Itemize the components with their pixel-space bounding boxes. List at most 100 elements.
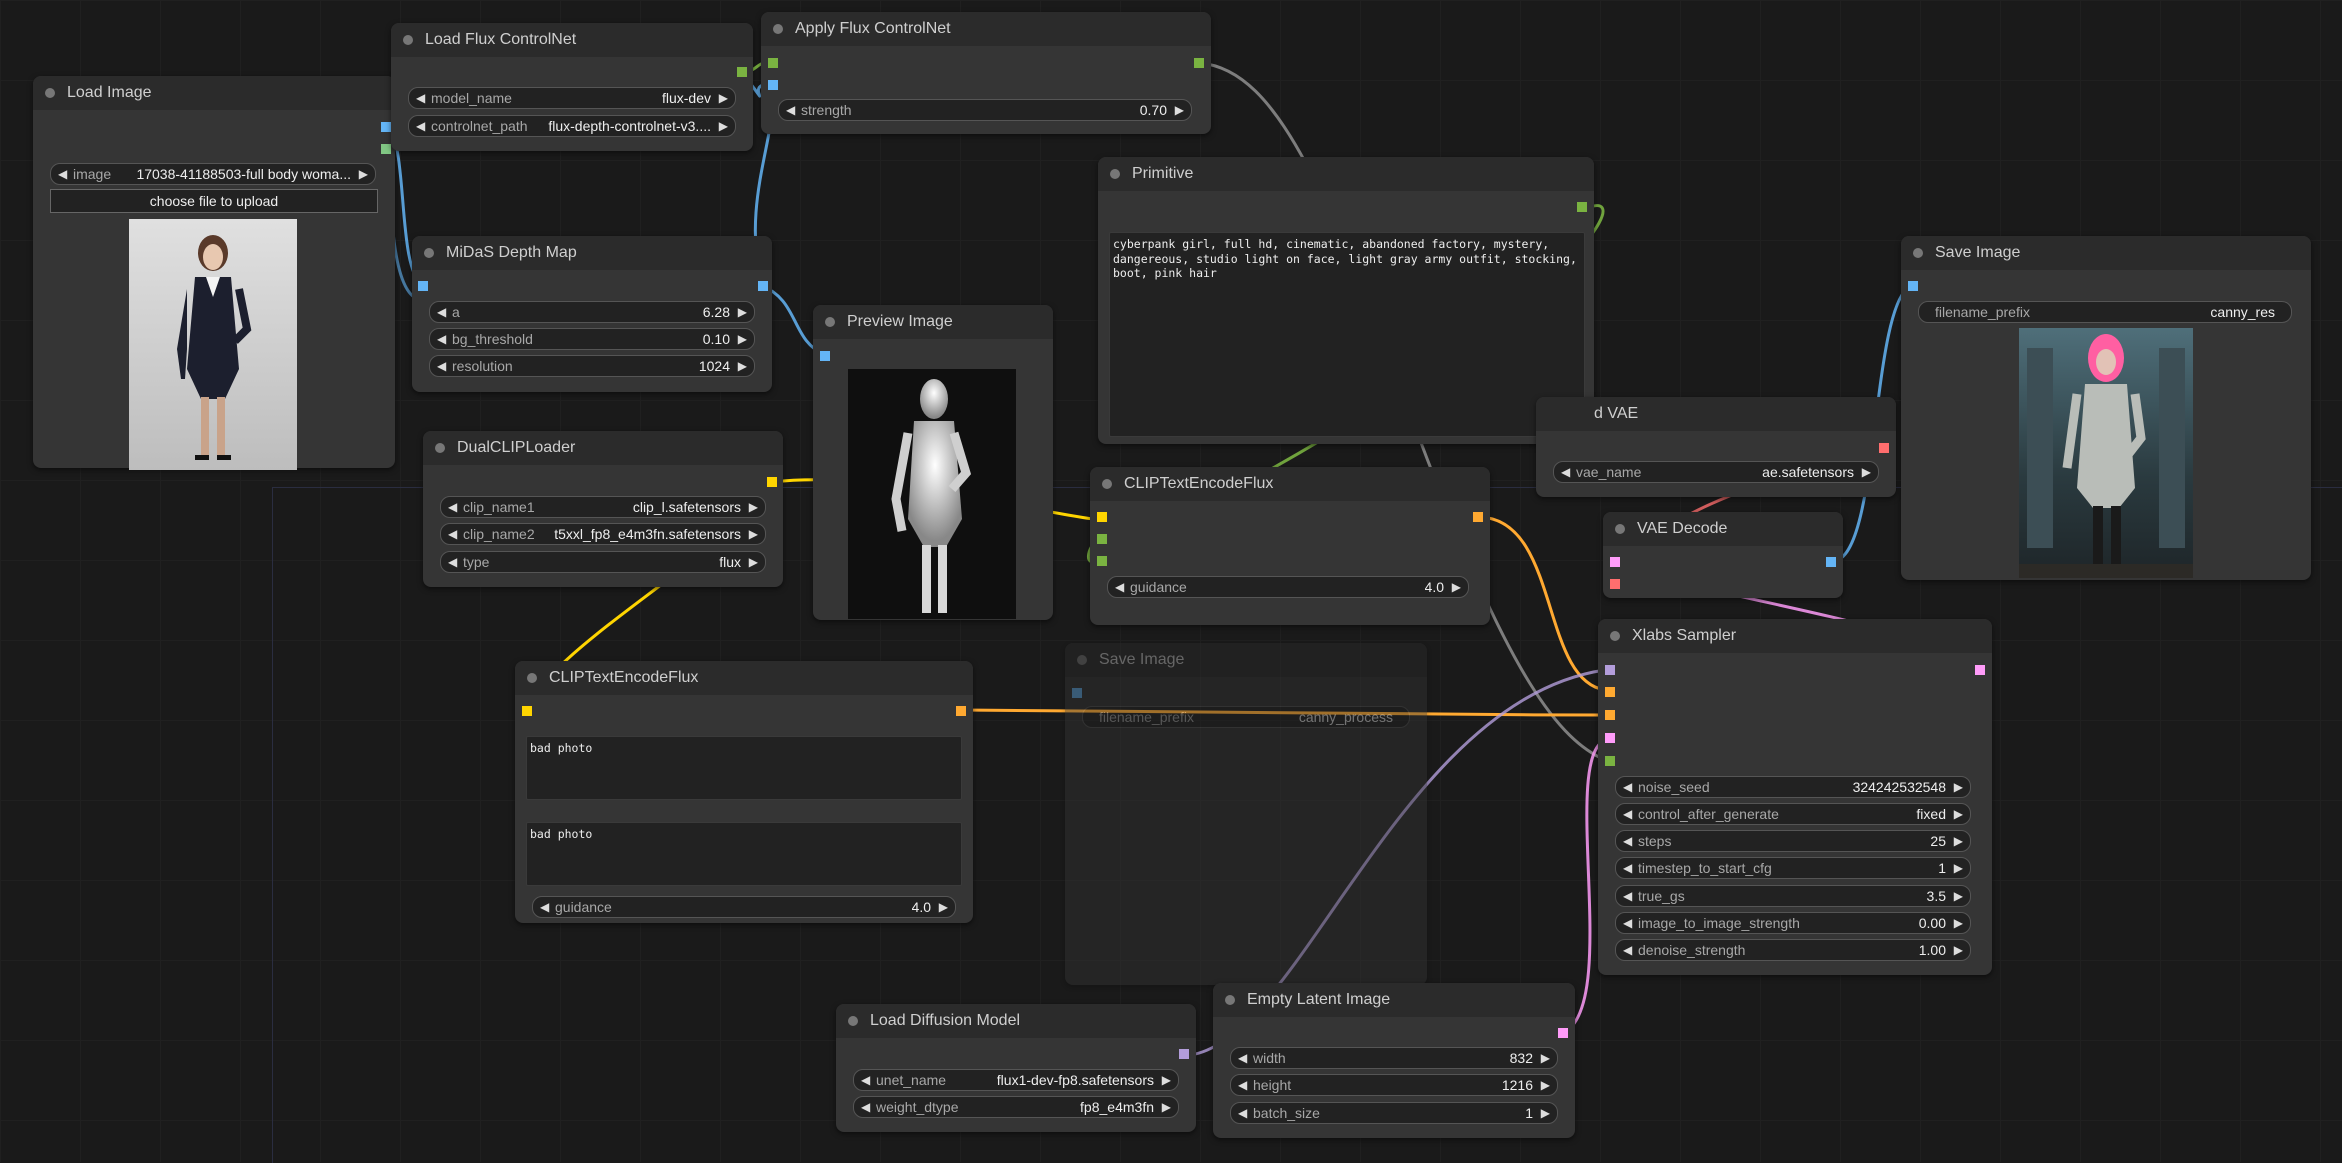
increment-arrow-icon[interactable]: ▶ — [1953, 807, 1963, 821]
clip-name1-combo[interactable]: ◀ clip_name1 clip_l.safetensors ▶ — [440, 496, 766, 518]
increment-arrow-icon[interactable]: ▶ — [1540, 1078, 1550, 1092]
node-title-xlabs-sampler[interactable]: Xlabs Sampler — [1598, 619, 1992, 653]
output-slot-string[interactable] — [1577, 202, 1587, 212]
node-load-image[interactable]: Load Image ◀ image 17038-41188503-full b… — [33, 76, 395, 470]
decrement-arrow-icon[interactable]: ◀ — [1115, 580, 1125, 594]
node-xlabs-sampler[interactable]: Xlabs Sampler ◀ noise_seed 324242532548 … — [1598, 619, 1992, 975]
decrement-arrow-icon[interactable]: ◀ — [416, 119, 426, 133]
input-slot-images[interactable] — [1908, 281, 1918, 291]
collapse-dot-icon[interactable] — [848, 1016, 858, 1026]
width-field[interactable]: ◀ width 832 ▶ — [1230, 1047, 1558, 1069]
output-slot-latent[interactable] — [1975, 665, 1985, 675]
node-dual-clip-loader[interactable]: DualCLIPLoader ◀ clip_name1 clip_l.safet… — [423, 431, 783, 587]
guidance-slider[interactable]: ◀ guidance 4.0 ▶ — [532, 896, 956, 918]
decrement-arrow-icon[interactable]: ◀ — [448, 527, 458, 541]
node-clip-text-encode-flux-positive[interactable]: CLIPTextEncodeFlux ◀ guidance 4.0 ▶ — [1090, 467, 1490, 625]
t5xxl-textarea[interactable]: bad photo — [526, 822, 962, 886]
increment-arrow-icon[interactable]: ▶ — [737, 305, 747, 319]
node-title-load-image[interactable]: Load Image — [33, 76, 395, 110]
decrement-arrow-icon[interactable]: ◀ — [1623, 834, 1633, 848]
decrement-arrow-icon[interactable]: ◀ — [1238, 1078, 1248, 1092]
output-slot-image[interactable] — [758, 281, 768, 291]
controlnet-path-combo[interactable]: ◀ controlnet_path flux-depth-controlnet-… — [408, 115, 736, 137]
prompt-textarea[interactable]: cyberpank girl, full hd, cinematic, aban… — [1109, 232, 1585, 437]
node-preview-image[interactable]: Preview Image — [813, 305, 1053, 620]
collapse-dot-icon[interactable] — [1913, 248, 1923, 258]
vae-name-combo[interactable]: ◀ vae_name ae.safetensors ▶ — [1553, 461, 1879, 483]
input-slot-neg-conditioning[interactable] — [1605, 710, 1615, 720]
collapse-dot-icon[interactable] — [403, 35, 413, 45]
strength-slider[interactable]: ◀ strength 0.70 ▶ — [778, 99, 1192, 121]
collapse-dot-icon[interactable] — [825, 317, 835, 327]
increment-arrow-icon[interactable]: ▶ — [1953, 861, 1963, 875]
node-vae-decode[interactable]: VAE Decode — [1603, 512, 1843, 598]
increment-arrow-icon[interactable]: ▶ — [748, 555, 758, 569]
decrement-arrow-icon[interactable]: ◀ — [58, 167, 68, 181]
increment-arrow-icon[interactable]: ▶ — [1161, 1100, 1171, 1114]
output-slot-conditioning[interactable] — [1473, 512, 1483, 522]
steps-field[interactable]: ◀ steps 25 ▶ — [1615, 830, 1971, 852]
collapse-dot-icon[interactable] — [1610, 631, 1620, 641]
bg-threshold-slider[interactable]: ◀ bg_threshold 0.10 ▶ — [429, 328, 755, 350]
decrement-arrow-icon[interactable]: ◀ — [1623, 780, 1633, 794]
image-combo[interactable]: ◀ image 17038-41188503-full body woma...… — [50, 163, 376, 185]
increment-arrow-icon[interactable]: ▶ — [718, 119, 728, 133]
output-slot-latent[interactable] — [1558, 1028, 1568, 1038]
timestep-to-start-cfg-field[interactable]: ◀ timestep_to_start_cfg 1 ▶ — [1615, 857, 1971, 879]
node-primitive[interactable]: Primitive cyberpank girl, full hd, cinem… — [1098, 157, 1594, 444]
increment-arrow-icon[interactable]: ▶ — [358, 167, 368, 181]
output-slot-vae[interactable] — [1879, 443, 1889, 453]
node-load-flux-controlnet[interactable]: Load Flux ControlNet ◀ model_name flux-d… — [391, 23, 753, 151]
increment-arrow-icon[interactable]: ▶ — [718, 91, 728, 105]
input-slot-images[interactable] — [820, 351, 830, 361]
node-save-image[interactable]: Save Image filename_prefix canny_res — [1901, 236, 2311, 580]
collapse-dot-icon[interactable] — [527, 673, 537, 683]
decrement-arrow-icon[interactable]: ◀ — [861, 1073, 871, 1087]
input-slot-controlnet-condition[interactable] — [1605, 756, 1615, 766]
output-slot-image[interactable] — [1826, 557, 1836, 567]
node-title-empty-latent-image[interactable]: Empty Latent Image — [1213, 983, 1575, 1017]
increment-arrow-icon[interactable]: ▶ — [737, 332, 747, 346]
output-slot-controlnet-condition[interactable] — [1194, 58, 1204, 68]
filename-prefix-input[interactable]: filename_prefix canny_res — [1918, 301, 2292, 323]
height-field[interactable]: ◀ height 1216 ▶ — [1230, 1074, 1558, 1096]
increment-arrow-icon[interactable]: ▶ — [1540, 1106, 1550, 1120]
noise-seed-field[interactable]: ◀ noise_seed 324242532548 ▶ — [1615, 776, 1971, 798]
input-slot-clip[interactable] — [1097, 512, 1107, 522]
decrement-arrow-icon[interactable]: ◀ — [1238, 1106, 1248, 1120]
node-title-clip-text-encode-flux-positive[interactable]: CLIPTextEncodeFlux — [1090, 467, 1490, 501]
decrement-arrow-icon[interactable]: ◀ — [1561, 465, 1571, 479]
node-title-primitive[interactable]: Primitive — [1098, 157, 1594, 191]
collapse-dot-icon[interactable] — [1102, 479, 1112, 489]
input-slot-image[interactable] — [418, 281, 428, 291]
increment-arrow-icon[interactable]: ▶ — [938, 900, 948, 914]
collapse-dot-icon[interactable] — [1615, 524, 1625, 534]
decrement-arrow-icon[interactable]: ◀ — [1623, 807, 1633, 821]
node-load-diffusion-model[interactable]: Load Diffusion Model ◀ unet_name flux1-d… — [836, 1004, 1196, 1132]
input-slot-clip-l[interactable] — [1097, 534, 1107, 544]
increment-arrow-icon[interactable]: ▶ — [1174, 103, 1184, 117]
output-slot-model[interactable] — [1179, 1049, 1189, 1059]
guidance-slider[interactable]: ◀ guidance 4.0 ▶ — [1107, 576, 1469, 598]
increment-arrow-icon[interactable]: ▶ — [1953, 834, 1963, 848]
increment-arrow-icon[interactable]: ▶ — [1953, 889, 1963, 903]
node-title-clip-text-encode-flux-negative[interactable]: CLIPTextEncodeFlux — [515, 661, 973, 695]
decrement-arrow-icon[interactable]: ◀ — [437, 359, 447, 373]
input-slot-conditioning[interactable] — [1605, 687, 1615, 697]
increment-arrow-icon[interactable]: ▶ — [748, 500, 758, 514]
input-slot-vae[interactable] — [1610, 579, 1620, 589]
increment-arrow-icon[interactable]: ▶ — [1861, 465, 1871, 479]
model-name-combo[interactable]: ◀ model_name flux-dev ▶ — [408, 87, 736, 109]
input-slot-image[interactable] — [768, 80, 778, 90]
input-slot-controlnet[interactable] — [768, 58, 778, 68]
decrement-arrow-icon[interactable]: ◀ — [1623, 943, 1633, 957]
decrement-arrow-icon[interactable]: ◀ — [448, 555, 458, 569]
decrement-arrow-icon[interactable]: ◀ — [1623, 861, 1633, 875]
increment-arrow-icon[interactable]: ▶ — [1953, 780, 1963, 794]
node-midas-depth-map[interactable]: MiDaS Depth Map ◀ a 6.28 ▶ ◀ bg_threshol… — [412, 236, 772, 392]
node-load-vae[interactable]: d VAE ◀ vae_name ae.safetensors ▶ — [1536, 397, 1896, 497]
collapse-dot-icon[interactable] — [45, 88, 55, 98]
node-apply-flux-controlnet[interactable]: Apply Flux ControlNet ◀ strength 0.70 ▶ — [761, 12, 1211, 134]
decrement-arrow-icon[interactable]: ◀ — [1238, 1051, 1248, 1065]
increment-arrow-icon[interactable]: ▶ — [1451, 580, 1461, 594]
